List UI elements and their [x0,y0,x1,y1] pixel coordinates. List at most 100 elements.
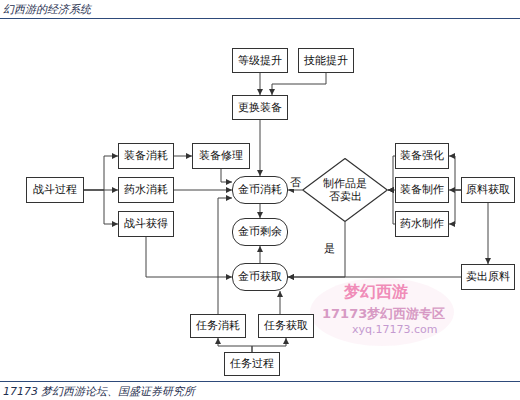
arrow-head [277,291,283,297]
connector [288,222,345,280]
node-text-stack: 卖出原料 [466,270,510,283]
arrow-head [288,274,294,280]
node-text: 药水消耗 [124,183,168,196]
arrow-head [215,338,221,344]
node-text-stack: 等级提升 [238,54,282,67]
process-box: 技能提升 [298,48,354,73]
connector [257,73,263,95]
connector-line [288,277,461,278]
process-box: 装备修理 [192,143,250,169]
connector [388,187,395,224]
node-text: 任务过程 [230,357,274,370]
node-text-stack: 装备消耗 [124,149,168,162]
node-text-stack: 金币消耗 [238,183,282,196]
connector-line [146,237,232,277]
node-text: 战斗获得 [124,217,168,230]
node-text-stack: 任务获取 [264,319,308,332]
arrow-head [388,187,394,193]
connector [84,190,118,227]
connector-line [218,338,252,352]
process-box: 任务过程 [224,352,280,376]
process-box: 更换装备 [232,95,288,120]
footer-rule [0,381,520,382]
arrow-head [449,187,455,193]
arrow-head [257,246,263,252]
node-text: 原料获取 [466,183,510,196]
process-box: 装备消耗 [118,143,174,169]
process-box: 药水制作 [395,211,449,237]
decision-diamond: 制作品是否卖出 [302,158,388,222]
node-text-stack: 金币剩余 [238,225,282,238]
node-text: 药水制作 [400,217,444,230]
node-text-stack: 战斗过程 [33,183,77,196]
node-text-stack: 药水消耗 [124,183,168,196]
node-text: 装备强化 [400,149,444,162]
process-box: 装备强化 [395,143,449,169]
node-text-stack: 药水制作 [400,217,444,230]
node-text-stack: 战斗获得 [124,217,168,230]
connector [146,237,232,280]
figure-title: 幻西游的经济系统 [3,2,91,17]
header-rule [0,18,520,19]
connector [449,153,461,190]
connector [269,73,326,95]
node-text-stack: 金币获取 [238,270,282,283]
connector-line [488,203,489,264]
arrow-head [449,221,455,227]
arrow-head [226,179,232,185]
connector [174,153,192,159]
gold-box: 金币消耗 [232,176,288,204]
connector-line [218,198,232,314]
connector [388,187,395,193]
watermark-logo: 梦幻西游 [344,282,408,303]
arrow-head [449,153,455,159]
connector [174,187,232,193]
process-box: 战斗过程 [26,177,84,203]
connector [388,156,395,193]
node-text-stack: 任务过程 [230,357,274,370]
node-text: 任务获取 [264,319,308,332]
connector-line [84,156,118,190]
arrow-head [288,274,294,280]
process-box: 装备制作 [395,177,449,203]
connector [215,338,252,352]
watermark-cloud [310,278,454,346]
connector [257,204,263,218]
connector-line [449,156,461,190]
connector-line [288,222,345,277]
connector-line [388,156,395,190]
node-text: 装备修理 [199,149,243,162]
node-text-stack: 技能提升 [304,54,348,67]
connector [277,291,283,314]
node-text-stack: 原料获取 [466,183,510,196]
node-text: 等级提升 [238,54,282,67]
node-text: 金币消耗 [238,183,282,196]
node-text-stack: 装备制作 [400,183,444,196]
edge-label: 否 [289,177,302,189]
diamond-shape [303,159,388,222]
gold-box: 金币剩余 [232,218,288,246]
node-text: 金币剩余 [238,225,282,238]
node-text: 更换装备 [238,101,282,114]
node-text-stack: 装备强化 [400,149,444,162]
watermark-text: 17173梦幻西游专区 [322,305,445,323]
arrow-head [283,338,289,344]
watermark-url: xyq.17173.com [352,323,437,336]
connector [218,195,232,314]
edge-label: 是 [323,243,336,255]
process-box: 等级提升 [232,48,288,73]
node-text: 装备消耗 [124,149,168,162]
connector [449,190,461,227]
node-text-stack: 更换装备 [238,101,282,114]
connector-line [449,190,461,224]
arrow-head [388,187,394,193]
connector-line [388,190,395,224]
node-text-stack: 装备修理 [199,149,243,162]
connector-line [260,120,261,176]
connector [252,338,289,352]
node-text-stack: 制作品是否卖出 [322,177,368,203]
node-text: 装备制作 [400,183,444,196]
connector [84,153,118,190]
process-box: 原料获取 [461,177,515,203]
connector [257,120,263,176]
